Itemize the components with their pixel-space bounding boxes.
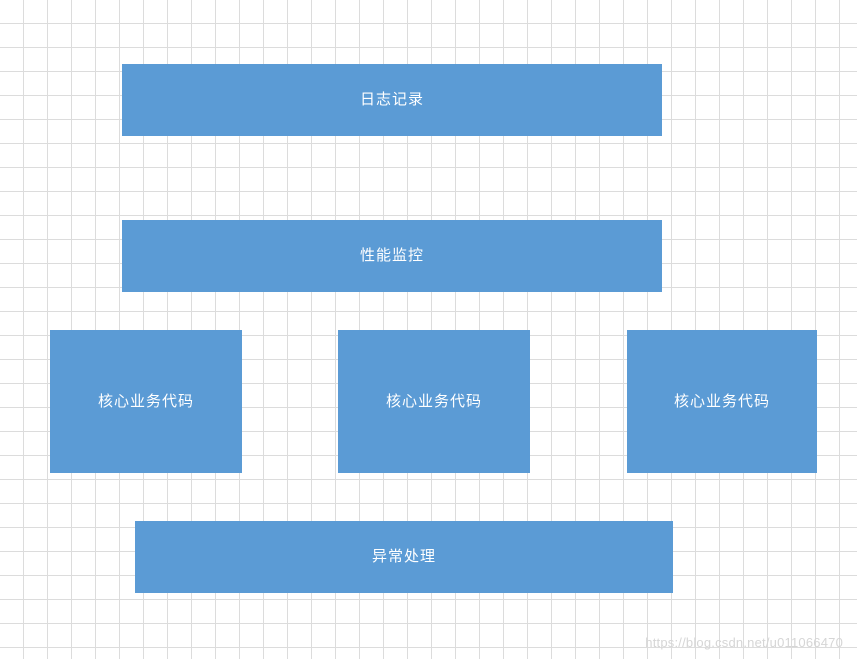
node-core-business-code-3-label: 核心业务代码 bbox=[673, 392, 770, 410]
node-core-business-code-1-label: 核心业务代码 bbox=[97, 392, 194, 410]
node-core-business-code-2-label: 核心业务代码 bbox=[385, 392, 482, 410]
node-core-business-code-3[interactable]: 核心业务代码 bbox=[627, 330, 819, 479]
node-performance-monitoring-label: 性能监控 bbox=[359, 247, 424, 264]
node-performance-monitoring[interactable]: 性能监控 bbox=[122, 220, 664, 298]
node-logging-label: 日志记录 bbox=[359, 91, 424, 108]
node-core-business-code-1[interactable]: 核心业务代码 bbox=[50, 330, 244, 479]
node-exception-handling-label: 异常处理 bbox=[371, 548, 436, 565]
node-exception-handling[interactable]: 异常处理 bbox=[135, 521, 675, 599]
watermark: https://blog.csdn.net/u011066470 bbox=[645, 635, 843, 650]
node-core-business-code-2[interactable]: 核心业务代码 bbox=[338, 330, 532, 479]
node-logging[interactable]: 日志记录 bbox=[122, 64, 664, 142]
